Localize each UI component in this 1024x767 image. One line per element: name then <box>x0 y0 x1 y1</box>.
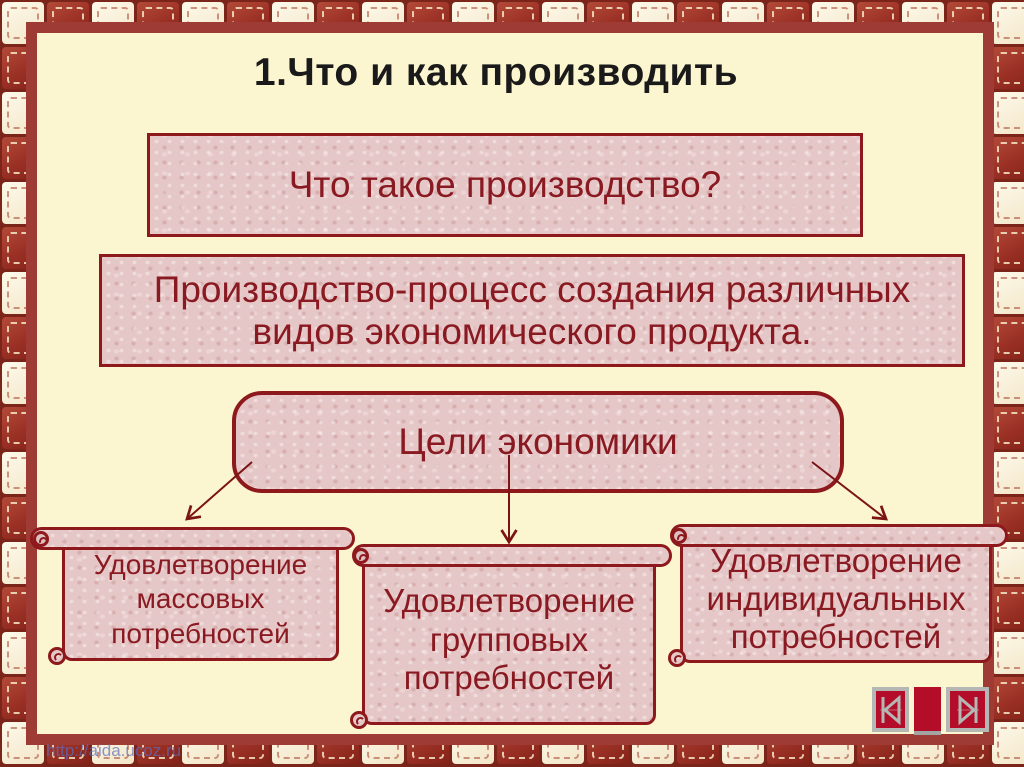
previous-icon <box>879 694 902 725</box>
patch <box>991 226 1024 269</box>
blank-button[interactable] <box>914 687 941 735</box>
scroll-bottom-curl-icon <box>48 647 66 665</box>
scroll-roll <box>30 527 355 550</box>
next-icon <box>956 694 979 725</box>
patch <box>991 136 1024 179</box>
goal-scroll-individual-text: Удовлетворение индивидуальных потребност… <box>706 542 966 655</box>
patch <box>991 361 1024 404</box>
scroll-body <box>680 535 992 663</box>
patch <box>991 406 1024 449</box>
forward-button[interactable] <box>946 687 989 732</box>
goal-scroll-group: Удовлетворение групповых потребностей <box>350 544 672 729</box>
scroll-roll <box>670 524 1008 547</box>
patch <box>991 91 1024 134</box>
scroll-bottom-curl-icon <box>350 711 368 729</box>
definition-box: Производство-процесс создания различных … <box>99 254 965 367</box>
scroll-roll <box>352 544 672 567</box>
patch <box>991 451 1024 494</box>
goal-scroll-mass: Удовлетворение массовых потребностей <box>28 527 355 665</box>
scroll-top-curl-icon <box>353 548 369 564</box>
patch <box>991 541 1024 584</box>
patch <box>991 1 1024 44</box>
patch <box>991 271 1024 314</box>
definition-box-text: Производство-процесс создания различных … <box>153 269 911 352</box>
watermark-url: http://aida.ucoz.ru <box>46 741 182 760</box>
goal-scroll-individual: Удовлетворение индивидуальных потребност… <box>668 524 1008 667</box>
patch <box>991 721 1024 764</box>
patch <box>991 631 1024 674</box>
scroll-bottom-curl-icon <box>668 649 686 667</box>
scroll-top-curl-icon <box>33 531 49 547</box>
patch <box>991 181 1024 224</box>
goals-box: Цели экономики <box>232 391 844 493</box>
patch <box>991 46 1024 89</box>
goal-scroll-mass-text: Удовлетворение массовых потребностей <box>93 549 308 649</box>
goals-box-text: Цели экономики <box>398 421 678 462</box>
patch <box>991 586 1024 629</box>
goal-scroll-group-text: Удовлетворение групповых потребностей <box>383 581 635 697</box>
scroll-body <box>62 538 339 661</box>
question-box: Что такое производство? <box>147 133 863 237</box>
back-button[interactable] <box>872 687 909 732</box>
slide-title: 1.Что и как производить <box>253 51 739 94</box>
patch <box>991 316 1024 359</box>
question-box-text: Что такое производство? <box>288 164 722 205</box>
scroll-top-curl-icon <box>671 528 687 544</box>
scroll-body <box>362 555 656 725</box>
patch <box>991 676 1024 719</box>
